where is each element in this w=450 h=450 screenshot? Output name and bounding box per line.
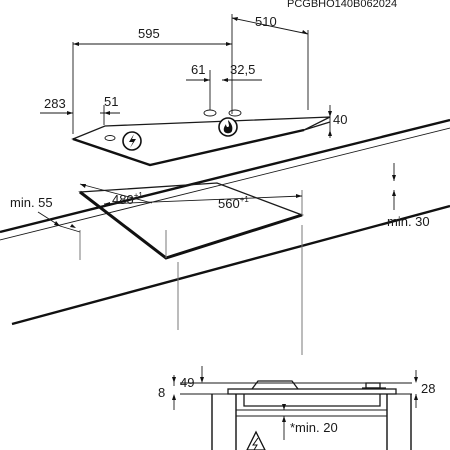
cutout-dimension-lines	[37, 163, 396, 233]
dim-below-a: 8	[158, 385, 165, 400]
dim-left-knob: 51	[104, 94, 118, 109]
burner-section	[251, 380, 299, 390]
dim-cutout-depth: 480+1	[112, 191, 143, 207]
dim-cutout-width: 560+1	[218, 195, 249, 211]
hob-unit	[71, 109, 331, 167]
cross-section	[180, 380, 412, 450]
dim-min-front: min. 55	[10, 195, 53, 210]
knob-section	[365, 382, 381, 389]
knob-right-a	[203, 109, 217, 117]
dim-min-gap: *min. 20	[290, 420, 338, 435]
warning-triangle-icon	[246, 430, 266, 450]
worktop	[0, 118, 450, 355]
hob-front-edge	[72, 128, 305, 167]
dim-hob-depth: 510	[255, 14, 277, 29]
dim-left-offset: 283	[44, 96, 66, 111]
dim-below-b: 49	[180, 375, 194, 390]
dim-hob-height: 40	[333, 112, 347, 127]
hob-body-section	[243, 394, 381, 407]
dim-right-knob-a: 61	[191, 62, 205, 77]
dim-below-c: 28	[421, 381, 435, 396]
knob-right-b	[228, 109, 242, 117]
worktop-back-edge	[0, 118, 450, 234]
top-dimension-lines	[40, 14, 332, 138]
dim-hob-width: 595	[138, 26, 160, 41]
dim-min-back: min. 30	[387, 214, 430, 229]
hob-top-surface	[71, 116, 331, 166]
document-code: PCGBHO140B062024	[287, 0, 397, 10]
lightning-warning-icon	[122, 131, 142, 151]
worktop-front-edge	[11, 204, 450, 326]
knob-left	[104, 135, 116, 141]
section-dimension-lines	[172, 366, 418, 440]
hob-section	[227, 388, 397, 395]
dim-right-knob-b: 32,5	[230, 62, 255, 77]
flame-icon	[218, 117, 238, 137]
